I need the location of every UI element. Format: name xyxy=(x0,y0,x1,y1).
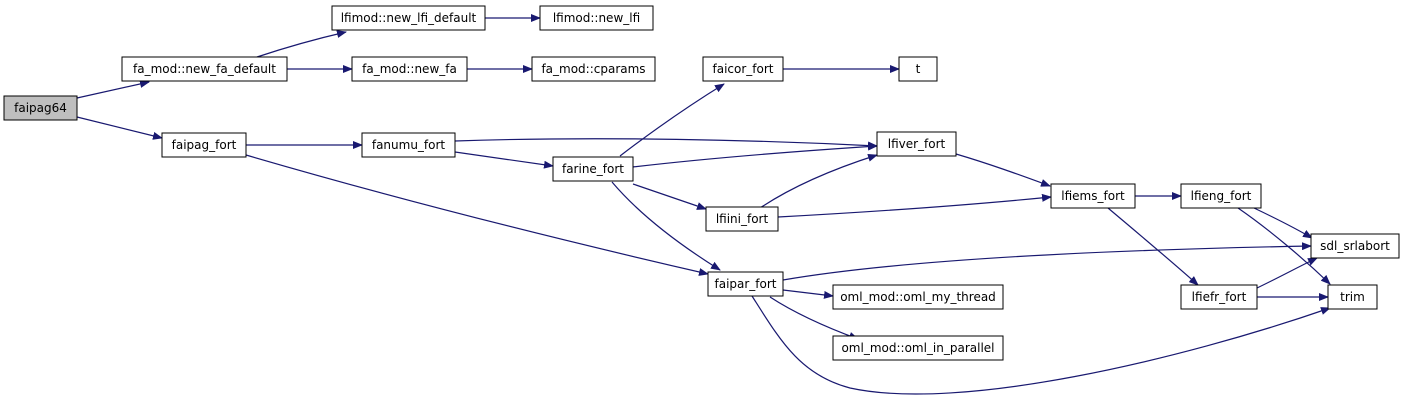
node-oml-my-thread[interactable]: oml_mod::oml_my_thread xyxy=(832,284,1004,310)
node-faipag64[interactable]: faipag64 xyxy=(3,95,78,121)
node-label: faicor_fort xyxy=(713,62,774,76)
edges xyxy=(76,14,1331,395)
node-label: t xyxy=(916,62,921,76)
node-lfiefr-fort[interactable]: lfiefr_fort xyxy=(1180,284,1258,310)
node-fa-new-fa-default[interactable]: fa_mod::new_fa_default xyxy=(121,56,288,82)
node-lfiver-fort[interactable]: lfiver_fort xyxy=(876,131,957,157)
node-faipag-fort[interactable]: faipag_fort xyxy=(161,132,247,158)
edge-lfieng-fort-to-sdl-srlabort xyxy=(1253,207,1313,239)
node-label: lfiver_fort xyxy=(888,137,946,151)
node-lfimod-new-lfi-default[interactable]: lfimod::new_lfi_default xyxy=(331,5,486,31)
edge-lfiver-fort-to-lfiems-fort xyxy=(955,153,1051,187)
edge-faipar-fort-to-oml-in-parallel xyxy=(769,296,859,340)
edge-farine-fort-to-lfiver-fort xyxy=(632,142,878,168)
node-oml-in-parallel[interactable]: oml_mod::oml_in_parallel xyxy=(832,335,1004,361)
node-label: lfieng_fort xyxy=(1191,189,1252,203)
node-label: trim xyxy=(1340,290,1365,304)
edge-lfiini-fort-to-lfiver-fort xyxy=(759,153,878,209)
node-lfiems-fort[interactable]: lfiems_fort xyxy=(1050,183,1136,209)
node-t[interactable]: t xyxy=(898,56,938,82)
node-label: fa_mod::new_fa_default xyxy=(133,62,276,76)
edge-faipag64-to-faipag-fort xyxy=(76,116,163,140)
edge-farine-fort-to-faicor-fort xyxy=(619,83,725,157)
edge-lfiefr-fort-to-sdl-srlabort xyxy=(1256,257,1318,289)
edge-lfieng-fort-to-trim xyxy=(1237,207,1331,285)
node-faicor-fort[interactable]: faicor_fort xyxy=(702,56,784,82)
node-label: fanumu_fort xyxy=(372,138,446,152)
node-lfimod-new-lfi[interactable]: lfimod::new_lfi xyxy=(539,5,654,31)
node-sdl-srlabort[interactable]: sdl_srlabort xyxy=(1310,233,1400,259)
edge-farine-fort-to-lfiini-fort xyxy=(632,183,707,210)
nodes: faipag64 fa_mod::new_fa_default lfimod::… xyxy=(3,5,1400,361)
node-label: faipag64 xyxy=(14,101,67,115)
node-label: lfimod::new_lfi xyxy=(553,11,640,25)
node-fa-new-fa[interactable]: fa_mod::new_fa xyxy=(351,56,468,82)
edge-fanumu-fort-to-farine-fort xyxy=(454,151,554,169)
node-label: oml_mod::oml_in_parallel xyxy=(841,341,994,355)
node-label: lfiefr_fort xyxy=(1192,290,1247,304)
node-label: lfiini_fort xyxy=(716,212,769,226)
edge-faipar-fort-to-sdl-srlabort xyxy=(782,242,1312,281)
edge-farine-fort-to-faipar-fort xyxy=(611,181,721,271)
edge-faipar-fort-to-trim xyxy=(751,295,1331,395)
edge-faipag-fort-to-faipar-fort xyxy=(245,154,709,276)
node-label: farine_fort xyxy=(562,162,624,176)
node-farine-fort[interactable]: farine_fort xyxy=(552,156,634,182)
node-label: sdl_srlabort xyxy=(1320,239,1390,253)
node-label: lfiems_fort xyxy=(1061,189,1125,203)
node-fa-cparams[interactable]: fa_mod::cparams xyxy=(531,56,656,82)
node-label: fa_mod::cparams xyxy=(541,62,645,76)
node-lfiini-fort[interactable]: lfiini_fort xyxy=(705,206,779,232)
node-fanumu-fort[interactable]: fanumu_fort xyxy=(361,132,456,158)
edge-lfiini-fort-to-lfiems-fort xyxy=(777,193,1052,218)
edge-lfiems-fort-to-lfiefr-fort xyxy=(1107,207,1199,286)
node-label: faipag_fort xyxy=(172,138,237,152)
node-label: lfimod::new_lfi_default xyxy=(341,11,477,25)
edge-faipag64-to-new-fa-default xyxy=(76,80,150,99)
node-faipar-fort[interactable]: faipar_fort xyxy=(707,271,784,297)
node-label: faipar_fort xyxy=(714,277,776,291)
node-lfieng-fort[interactable]: lfieng_fort xyxy=(1180,183,1262,209)
edge-faipar-fort-to-oml-my-thread xyxy=(782,289,834,299)
edge-fanumu-fort-to-lfiver-fort xyxy=(454,138,878,150)
node-label: oml_mod::oml_my_thread xyxy=(840,290,996,304)
edge-new-fa-default-to-new-lfi-default xyxy=(256,30,347,58)
node-label: fa_mod::new_fa xyxy=(362,62,457,76)
node-trim[interactable]: trim xyxy=(1327,284,1378,310)
